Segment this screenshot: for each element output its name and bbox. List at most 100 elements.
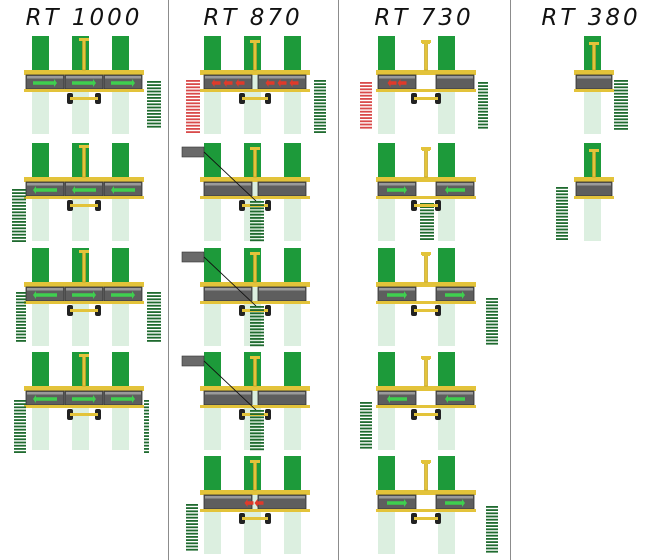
rotor-highlight [437,76,473,79]
swath-line [478,94,488,97]
swath-line [614,96,628,98]
hitch [79,354,89,357]
top-hitch [422,147,430,151]
crop-row [438,352,455,388]
rotor-highlight [27,392,63,395]
frame-beam [24,70,144,75]
drawbar [253,253,257,283]
arrow-icon [387,79,397,87]
swath-line [360,114,372,116]
drawbar [424,357,428,387]
swath-line [147,320,161,323]
swath-line [147,311,161,313]
swath [186,80,200,133]
rotor-highlight [577,183,611,186]
frame-beam [376,70,476,75]
swath-line [360,421,372,423]
rt870-configuration [181,248,310,347]
arrow-icon [33,395,57,403]
swath-line [478,91,488,94]
swath [16,292,26,342]
swath-line [250,445,264,447]
swath-line [144,419,149,421]
swath-line [144,451,149,453]
swath-line [250,207,264,210]
frame-beam [24,89,144,92]
swath-line [314,89,326,92]
swath [314,80,326,133]
drawbar [253,357,257,387]
swath-line [360,123,372,126]
frame-beam [376,386,476,391]
column-title-rt-380: RT 380 [541,5,641,31]
swath-line [250,419,264,422]
swath-line [360,110,372,113]
swath-line [360,414,372,417]
swath-line [16,327,26,329]
swath-line [486,525,498,527]
swath-line [147,97,161,99]
axle [70,413,98,416]
swath-line [314,86,326,89]
drawbar [82,146,86,178]
arrow-icon [223,79,233,87]
swath-line [250,331,264,334]
swath-line [12,192,26,194]
drawbar [592,43,596,71]
crop-row [438,143,455,179]
crop-row [32,248,49,284]
arrow-icon [445,291,465,299]
swath-line [14,444,26,447]
crop-row [112,352,129,388]
swath-line [147,87,161,90]
swath-line [250,318,264,321]
swath-line [486,512,498,515]
rt1000-configuration [14,352,149,453]
top-hitch [422,40,430,44]
frame-beam [200,405,310,408]
crop-row [284,456,301,492]
swath-line [614,128,628,130]
drawbar [424,148,428,178]
swath-line [12,205,26,207]
swath-line [16,301,26,304]
swath-line [147,340,161,342]
rotor-highlight [259,76,305,79]
swath-line [14,448,26,450]
swath-line [16,317,26,320]
rotor-highlight [205,288,251,291]
swath [250,410,264,451]
arrow-icon [445,395,465,403]
swath-line [314,96,326,98]
swath-line [614,99,628,101]
swath-line [14,419,26,421]
swath-line [186,102,200,105]
swath-line [186,548,198,551]
frame-beam [200,282,310,287]
crop-row [378,248,395,284]
swath-line [14,422,26,425]
rotor-highlight [66,76,102,79]
swath-line [12,227,26,230]
swath-line [614,80,628,82]
hitch [250,252,260,255]
swath-line [250,338,264,340]
arrow-icon [387,395,407,403]
swath-line [486,528,498,531]
swath-line [486,310,498,313]
swath-line [478,101,488,103]
rotor-highlight [27,183,63,186]
swath-line [147,308,161,310]
crop-row [112,36,129,72]
rotor-highlight [105,288,141,291]
frame-beam [200,89,310,92]
frame-beam [24,282,144,287]
swath-line [360,88,372,91]
axle [242,517,268,520]
rotor-highlight [259,183,305,186]
arrow-icon [289,79,299,87]
swath-line [360,98,372,100]
swath-line [250,410,264,412]
swath-line [147,90,161,93]
drawbar [82,251,86,283]
